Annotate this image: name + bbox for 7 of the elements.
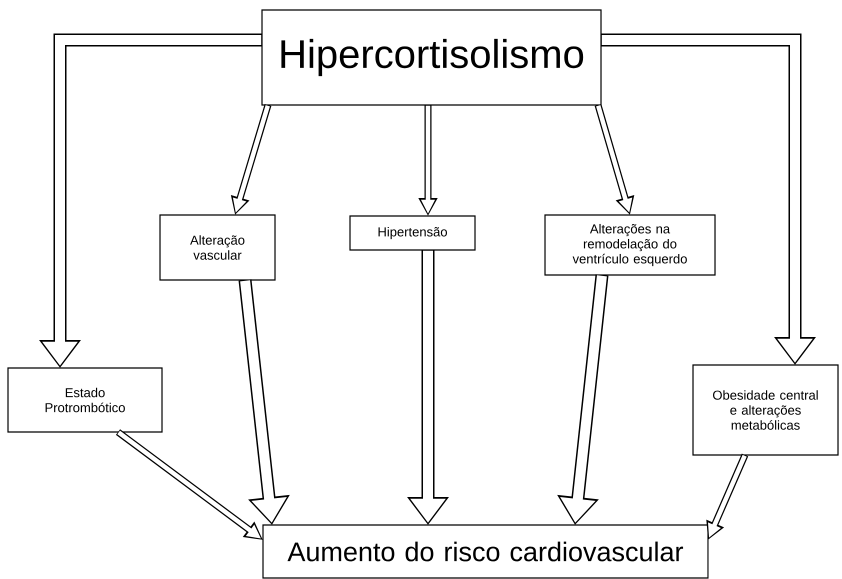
outcome-box: Aumento do risco cardiovascular bbox=[262, 524, 709, 579]
process-box: Estado Protrombótico bbox=[7, 367, 163, 433]
process-box: Obesidade central e alterações metabólicas bbox=[692, 364, 839, 456]
process-box: Alteração vascular bbox=[159, 214, 276, 281]
process-box: Hipertensão bbox=[349, 215, 476, 251]
title-box: Hipercortisolismo bbox=[261, 9, 602, 106]
process-box: Alterações na remodelação do ventrículo esquerdo bbox=[544, 214, 716, 276]
